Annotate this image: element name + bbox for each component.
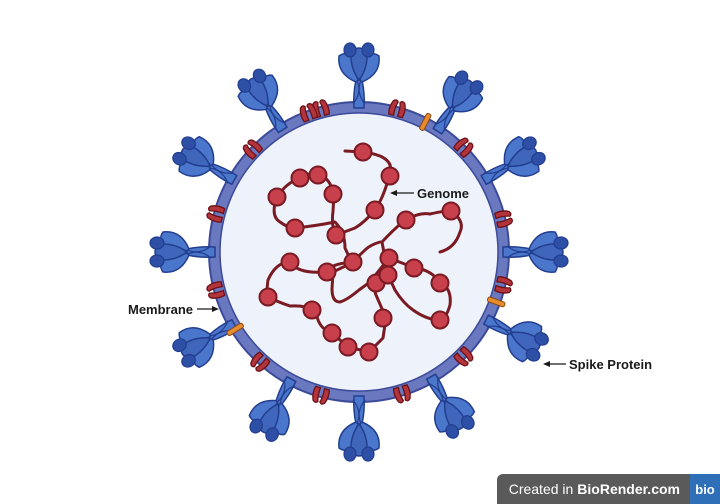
spike-protein <box>338 395 380 462</box>
genome-bead <box>280 252 300 272</box>
genome-bead <box>380 166 400 186</box>
biorender-watermark: Created in BioRender.com bio <box>496 474 720 504</box>
genome-bead <box>365 200 385 220</box>
spike-protein <box>502 231 569 273</box>
genome-bead <box>379 248 399 268</box>
genome-bead <box>373 308 393 328</box>
genome-label: Genome <box>417 186 469 201</box>
genome-bead <box>396 210 416 230</box>
genome-bead <box>338 337 358 357</box>
membrane-callout: Membrane <box>128 302 219 317</box>
spike-protein <box>149 231 216 273</box>
genome-bead <box>267 187 287 207</box>
spike-protein-label: Spike Protein <box>569 357 652 372</box>
genome-bead <box>378 265 398 285</box>
genome-bead <box>441 201 461 221</box>
membrane-label: Membrane <box>128 302 193 317</box>
genome-bead <box>323 184 343 204</box>
genome-bead <box>326 225 346 245</box>
genome-bead <box>317 262 337 282</box>
genome-beads <box>258 142 461 362</box>
genome-bead <box>322 323 342 343</box>
genome-callout: Genome <box>390 186 469 201</box>
spike-protein-callout: Spike Protein <box>543 357 652 372</box>
biorender-logo: bio <box>690 474 720 504</box>
genome-bead <box>285 218 305 238</box>
watermark-prefix: Created in <box>508 481 574 497</box>
genome-bead <box>343 252 363 272</box>
watermark-text: Created in BioRender.com <box>496 474 690 504</box>
genome-bead <box>258 287 278 307</box>
genome-bead <box>430 273 450 293</box>
genome-bead <box>308 165 328 185</box>
genome-bead <box>302 300 322 320</box>
genome-bead <box>353 142 373 162</box>
genome-bead <box>290 168 310 188</box>
genome-bead <box>404 258 424 278</box>
watermark-brand: BioRender.com <box>577 481 680 497</box>
genome-bead <box>430 310 450 330</box>
genome <box>258 142 463 362</box>
spike-protein <box>338 42 380 109</box>
genome-bead <box>359 342 379 362</box>
